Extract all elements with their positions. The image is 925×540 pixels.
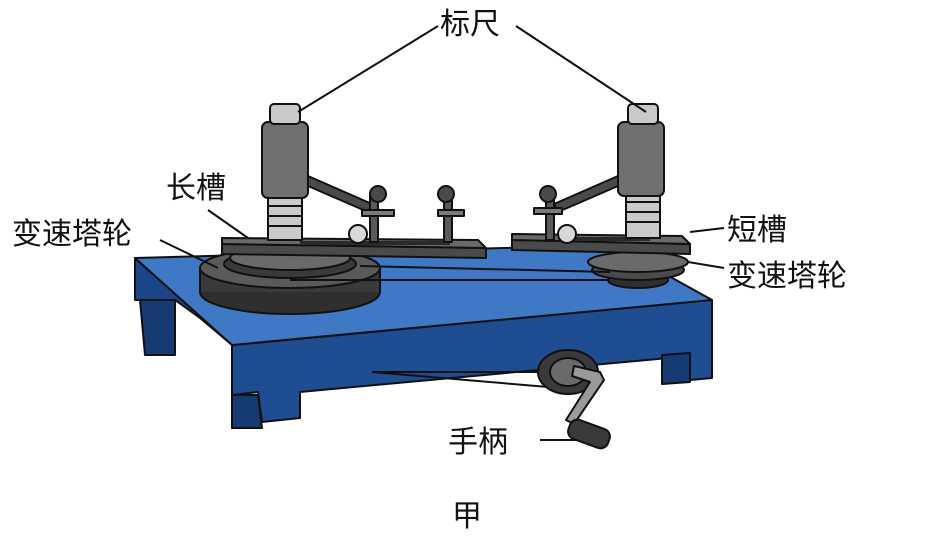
leader-lines bbox=[159, 25, 725, 441]
table-leg-left bbox=[139, 299, 176, 356]
long-slot-baffle bbox=[437, 185, 465, 243]
figure-caption: 甲 bbox=[452, 499, 482, 534]
drive-belt bbox=[371, 371, 561, 389]
left-pivot bbox=[361, 185, 395, 243]
label-short-slot: 短槽 bbox=[727, 213, 787, 248]
table-front-side bbox=[231, 299, 713, 423]
left-spring bbox=[267, 195, 303, 241]
right-ruler-cylinder bbox=[617, 121, 665, 197]
short-slot-plate bbox=[511, 233, 691, 255]
top-belt bbox=[290, 265, 611, 281]
left-ruler-cylinder bbox=[261, 121, 309, 199]
table-leg-front bbox=[231, 394, 263, 429]
label-long-slot: 长槽 bbox=[166, 171, 226, 206]
right-ruler-assembly bbox=[533, 103, 665, 244]
right-pivot bbox=[533, 185, 563, 241]
drive-wheel bbox=[537, 349, 599, 395]
table-leg-right bbox=[661, 352, 691, 385]
left-ball bbox=[348, 224, 368, 244]
crank-handle[interactable] bbox=[565, 365, 612, 451]
right-spring bbox=[625, 191, 661, 239]
right-ball bbox=[557, 224, 577, 244]
left-ruler-cap bbox=[269, 103, 301, 125]
label-handle: 手柄 bbox=[448, 425, 508, 460]
label-left-tower-pulley: 变速塔轮 bbox=[12, 217, 132, 252]
left-ruler-assembly bbox=[261, 103, 465, 244]
label-ruler: 标尺 bbox=[440, 7, 500, 42]
label-right-tower-pulley: 变速塔轮 bbox=[727, 259, 847, 294]
right-ruler-cap bbox=[627, 103, 659, 125]
